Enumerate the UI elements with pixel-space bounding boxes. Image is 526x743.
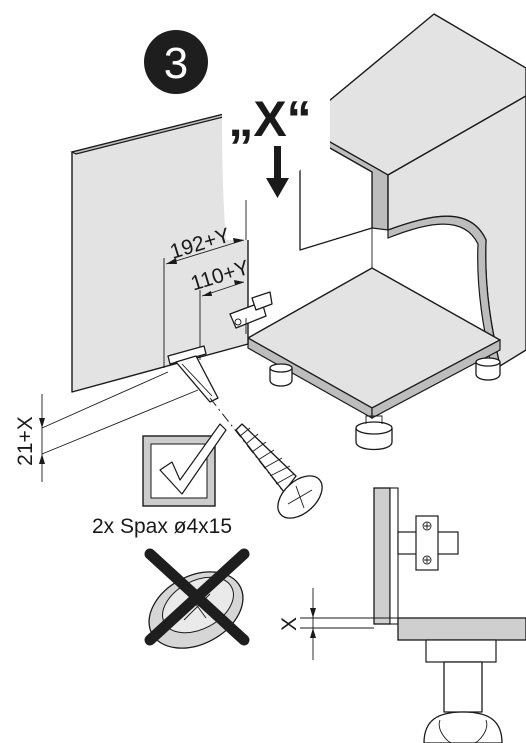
arrow-down-icon	[266, 146, 289, 198]
door-panel	[70, 107, 253, 393]
wrong-screw	[148, 571, 244, 649]
screw-spec-text: 2x Spax ø4x15	[92, 515, 232, 538]
leg-right	[475, 357, 501, 381]
dim-21-x: 21+X	[14, 416, 37, 466]
step-circle: 3	[144, 30, 208, 94]
x-quote-label: „X“	[228, 91, 311, 147]
detail-section	[300, 487, 526, 743]
detail-x-label: X	[278, 617, 301, 631]
leg-left	[269, 363, 293, 387]
cabinet-legs	[269, 357, 501, 451]
hinge-icon	[167, 291, 273, 403]
check-icon	[142, 423, 227, 507]
cabinet-body	[247, 13, 526, 420]
screw-icon	[235, 423, 323, 519]
step-number: 3	[164, 39, 188, 88]
leg-front	[355, 415, 393, 451]
cabinet-bottom	[247, 267, 501, 409]
cross-icon	[144, 548, 250, 646]
